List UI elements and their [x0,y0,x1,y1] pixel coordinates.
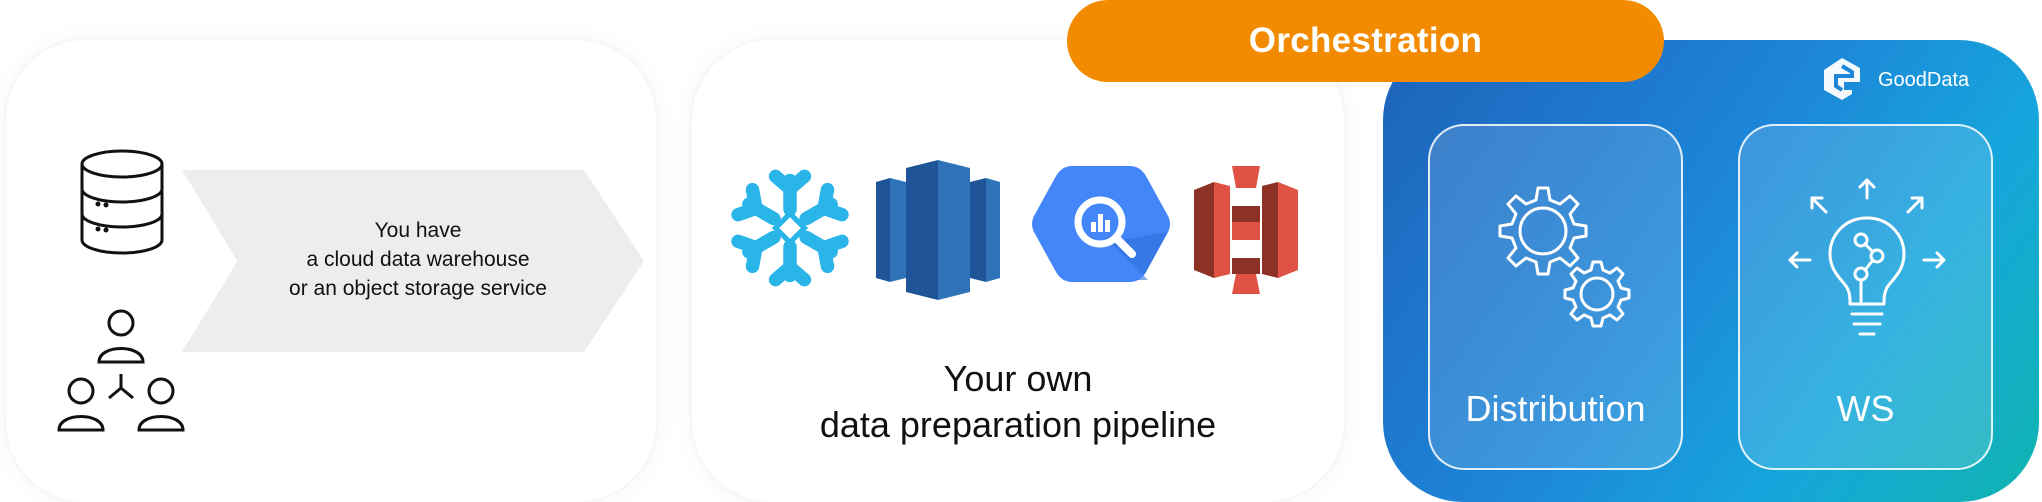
gears-icon [1498,186,1631,328]
flow-arrow [182,170,644,352]
team-icon [57,309,185,432]
pipeline-line-2: data preparation pipeline [819,404,1217,445]
ws-label: WS [1836,388,1895,429]
orchestration-label: Orchestration [1067,0,1664,82]
snowflake-logo [731,169,849,287]
pipeline-description: Your own data preparation pipeline [692,356,1344,448]
distribution-label: Distribution [1465,388,1646,429]
gooddata-mark-icon [1824,58,1860,100]
gooddata-brand: GoodData [1878,68,1970,91]
amazon-s3-logo [1194,166,1298,294]
gooddata-logo: GoodData [1818,56,1969,104]
google-bigquery-logo [1032,166,1170,282]
source-line-3: or an object storage service [289,277,547,300]
lightbulb-icon [1788,178,1946,336]
ws-card: WS [1738,124,1993,470]
amazon-redshift-logo [876,160,1000,300]
source-line-2: a cloud data warehouse [306,248,530,271]
distribution-card: Distribution [1428,124,1683,470]
source-description: You have a cloud data warehouse or an ob… [258,216,578,303]
database-icon [80,149,164,255]
pipeline-line-1: Your own [943,358,1093,399]
source-line-1: You have [374,219,462,242]
gooddata-panel [1383,40,2039,502]
